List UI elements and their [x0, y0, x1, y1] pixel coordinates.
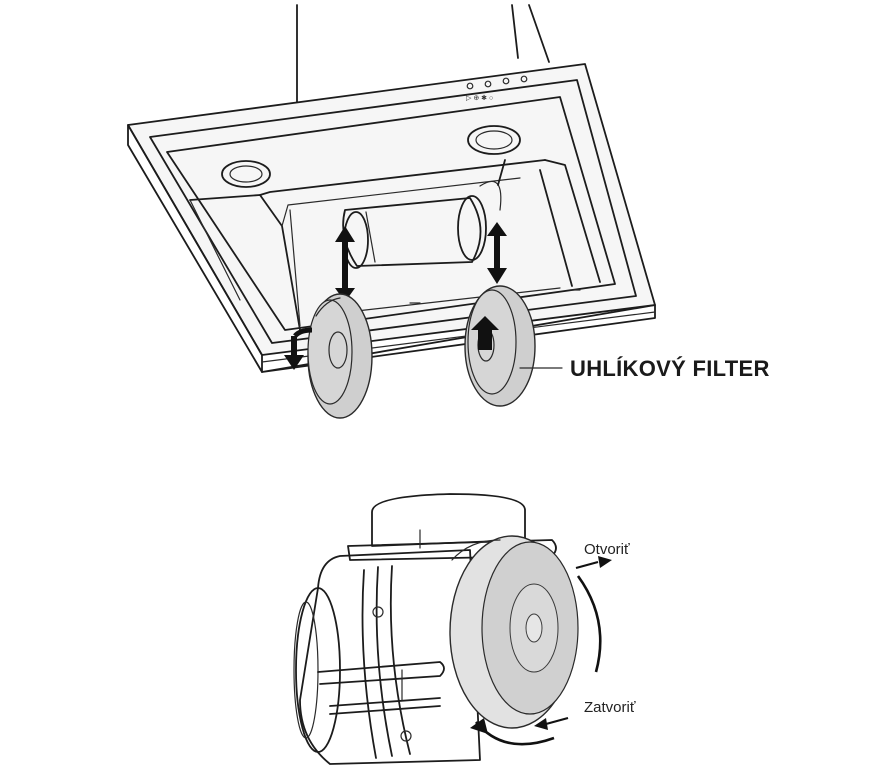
close-indicator: Zatvoriť [534, 699, 636, 730]
control-panel: ▷ ⊕ ✱ ○ [466, 75, 528, 102]
carbon-filter-right [464, 285, 536, 407]
hood-frame [127, 63, 656, 373]
rotate-arrow-left [284, 327, 313, 370]
close-label: Zatvoriť [584, 699, 636, 716]
carbon-filter-left [307, 293, 373, 419]
insert-arrow-right [487, 222, 507, 284]
motor-filter-illustration: Otvoriť Zatvoriť [293, 493, 636, 765]
chimney [296, 4, 550, 111]
rotation-arc [470, 575, 602, 746]
rotate-arrow-right [471, 316, 499, 350]
lamp-right [467, 125, 521, 155]
motor-carbon-filter [449, 535, 579, 729]
range-hood-illustration: ▷ ⊕ ✱ ○ [127, 4, 770, 419]
motor-body [293, 549, 481, 765]
svg-text:▷ ⊕ ✱ ○: ▷ ⊕ ✱ ○ [466, 94, 493, 102]
open-indicator: Otvoriť [575, 541, 630, 570]
open-label: Otvoriť [584, 541, 630, 558]
lamp-left [221, 160, 271, 188]
carbon-filter-label: UHLÍKOVÝ FILTER [570, 356, 770, 381]
hood-cavity [189, 159, 601, 331]
